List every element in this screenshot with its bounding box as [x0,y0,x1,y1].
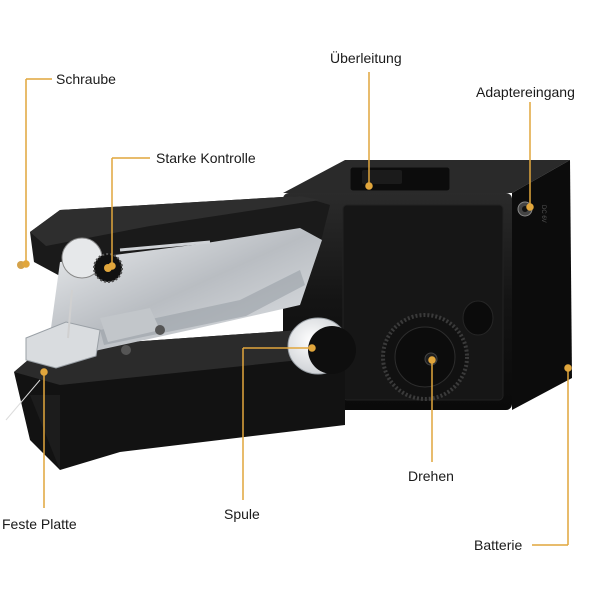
label-adaptereingang: Adaptereingang [476,84,575,100]
machine-base [14,330,345,470]
leader-lines [22,72,572,546]
rotate-dial [381,313,469,401]
tension-wheel [61,237,123,283]
thread-guide [119,240,211,252]
label-batterie: Batterie [474,537,523,553]
dc-marking: DC 6V [540,205,546,223]
needle [67,289,73,339]
label-spule: Spule [224,506,260,522]
label-feste-platte: Feste Platte [2,516,77,532]
top-switch [349,166,451,192]
label-drehen: Drehen [408,468,454,484]
label-starke-kontrolle: Starke Kontrolle [156,150,256,166]
power-button [462,300,494,336]
spool-knob [287,317,356,375]
label-ueberleitung: Überleitung [330,50,402,66]
presser-foot [25,308,165,369]
thread-line [5,379,41,421]
label-schraube: Schraube [56,71,116,87]
